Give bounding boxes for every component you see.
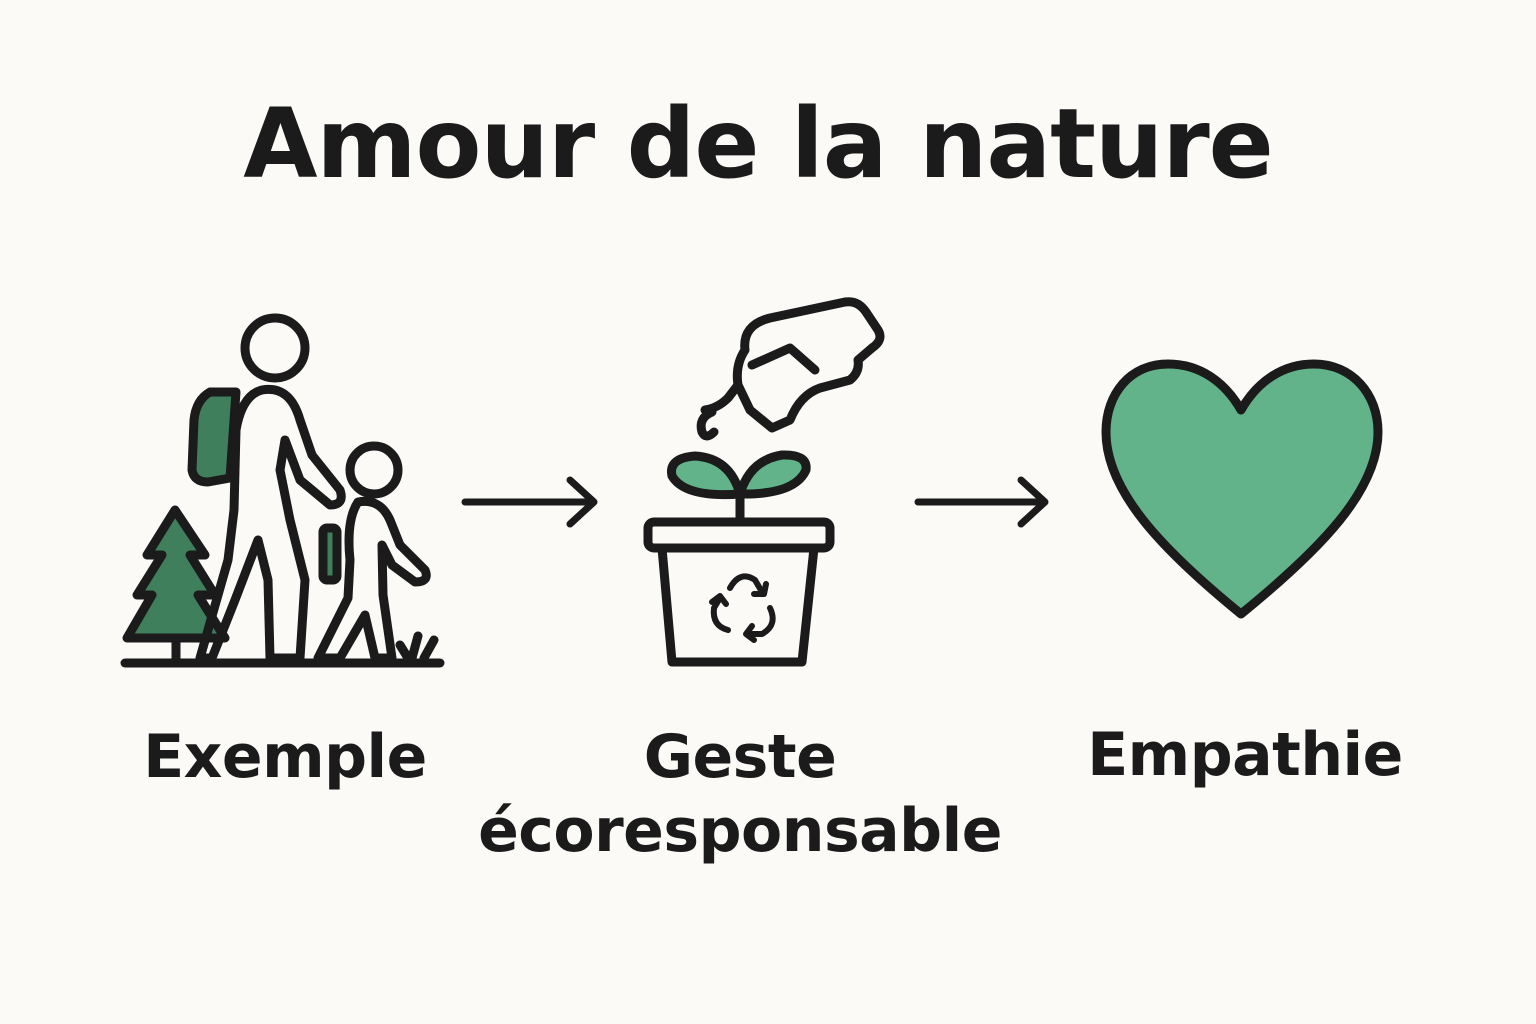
water-drop-icon	[696, 407, 719, 441]
pot-body	[657, 543, 819, 667]
backpack-child-icon	[318, 523, 342, 585]
pot-rim	[643, 517, 835, 553]
step-label-exemple: Exemple	[143, 722, 427, 792]
arrow-right-icon	[461, 476, 598, 528]
planting-recycle-pot-icon	[643, 297, 885, 667]
leaf-left-icon	[667, 451, 745, 500]
tree-icon	[122, 505, 230, 667]
diagram-title: Amour de la nature	[243, 88, 1274, 200]
child-body-icon	[313, 496, 431, 663]
recycle-icon	[709, 573, 776, 643]
child-head-icon	[345, 441, 403, 499]
arrow-right-icon	[914, 476, 1049, 528]
step-label-line-1: Geste	[643, 722, 837, 792]
adult-head-icon	[240, 313, 310, 383]
heart-icon	[1101, 359, 1383, 619]
leaf-right-icon	[735, 450, 811, 499]
step-label-line-2: écoresponsable	[478, 796, 1002, 866]
grass-icon	[395, 631, 439, 663]
hand-icon	[732, 297, 885, 433]
backpack-adult-icon	[187, 387, 241, 487]
step-label-geste-ecoresponsable: Geste écoresponsable	[470, 720, 1010, 868]
family-hiking-icon	[120, 313, 445, 668]
adult-body-icon	[195, 384, 346, 663]
step-label-empathie: Empathie	[1087, 720, 1403, 790]
